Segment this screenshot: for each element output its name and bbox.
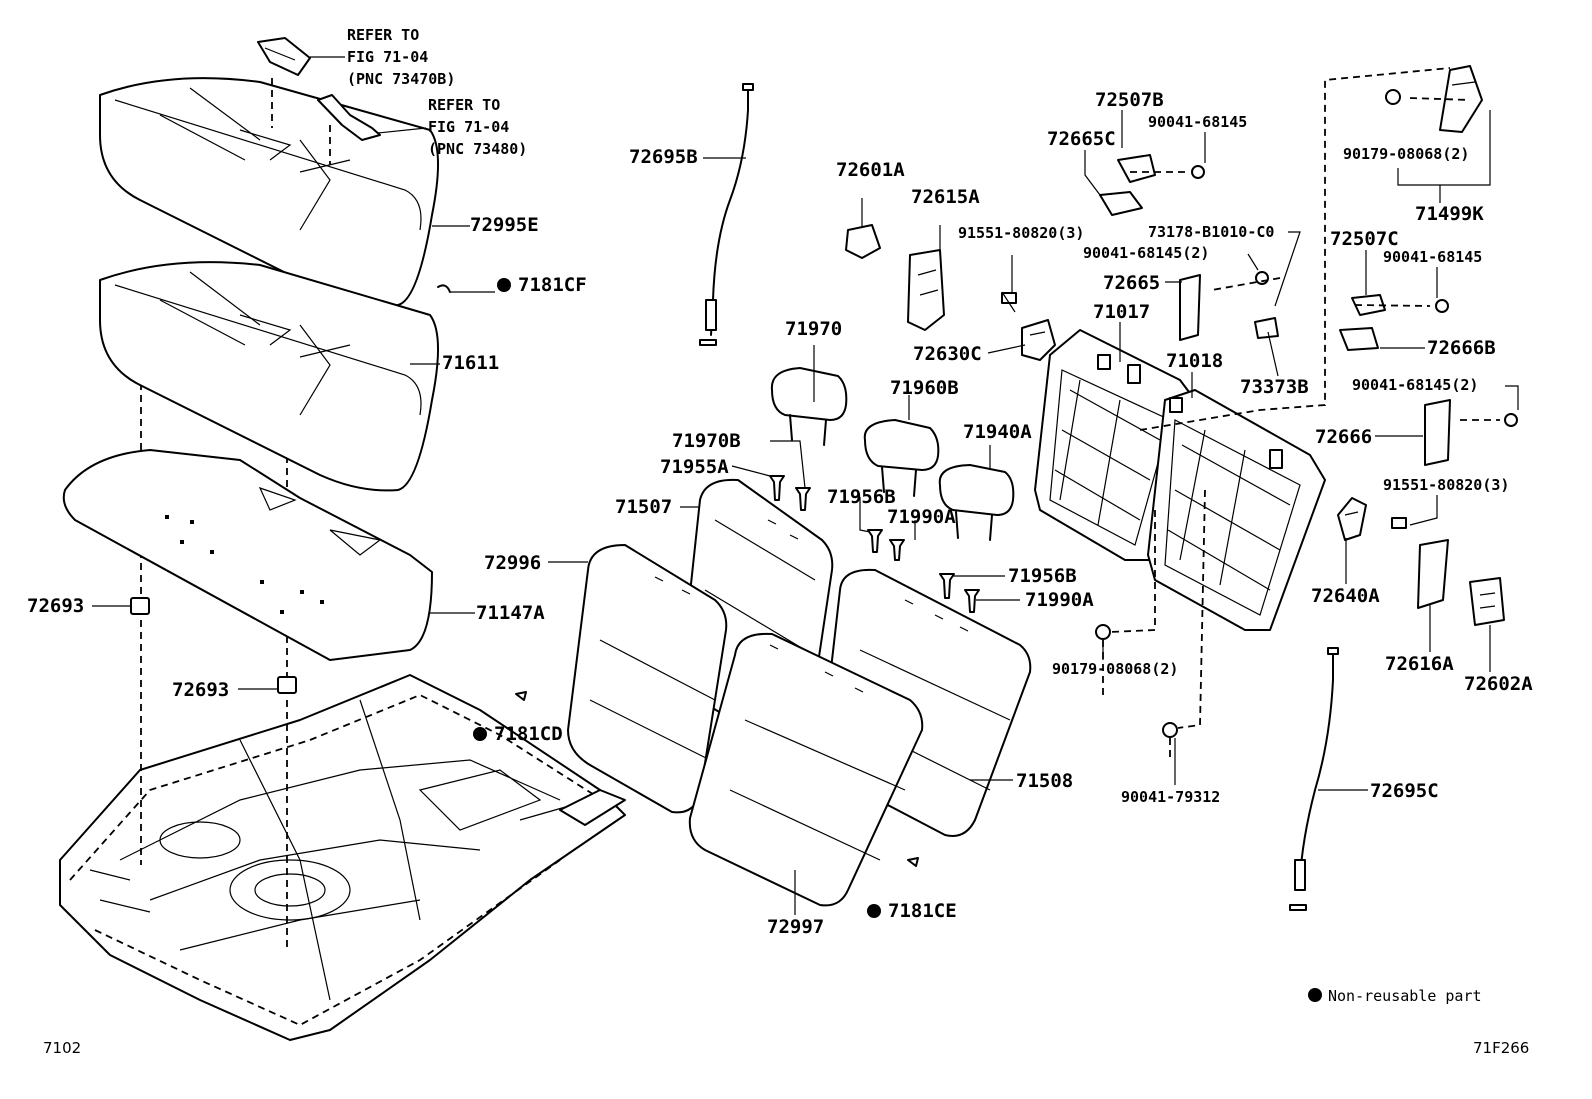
- part-label-91551-80820-right[interactable]: 91551-80820(3): [1383, 476, 1510, 494]
- part-label-73373B[interactable]: 73373B: [1240, 376, 1309, 398]
- part-label-90041-68145-right[interactable]: 90041-68145: [1383, 248, 1483, 266]
- part-number: 7181CF: [518, 274, 587, 296]
- seat-cushion-pad-drawing: [99, 261, 439, 492]
- part-label-71507[interactable]: 71507: [615, 496, 673, 518]
- part-label-71990A-lower[interactable]: 71990A: [1025, 589, 1094, 611]
- leader-lines: [92, 110, 1519, 915]
- refer-line: (PNC 73480): [428, 140, 528, 158]
- part-label-71499K[interactable]: 71499K: [1415, 203, 1484, 225]
- refer-line: FIG 71-04: [428, 118, 510, 136]
- part-label-71956B-upper[interactable]: 71956B: [827, 486, 896, 508]
- refer-to-note-2: REFER TO FIG 71-04 (PNC 73480): [428, 94, 527, 160]
- part-label-71970[interactable]: 71970: [785, 318, 843, 340]
- floor-pan-drawing: [59, 674, 626, 1041]
- part-label-7181CE[interactable]: 7181CE: [867, 902, 957, 921]
- part-label-7181CD[interactable]: 7181CD: [473, 725, 563, 744]
- part-label-71611[interactable]: 71611: [442, 352, 500, 374]
- part-label-71970B[interactable]: 71970B: [672, 430, 741, 452]
- part-label-91551-80820-left[interactable]: 91551-80820(3): [958, 224, 1085, 242]
- non-reusable-dot: [497, 278, 511, 292]
- refer-line: (PNC 73470B): [347, 70, 456, 88]
- legend: Non-reusable part: [1308, 988, 1482, 1004]
- part-label-90179-08068-top[interactable]: 90179-08068(2): [1343, 145, 1470, 163]
- seatback-frame-right-drawing: [1139, 67, 1451, 631]
- legend-text: Non-reusable part: [1328, 987, 1482, 1005]
- non-reusable-dot: [867, 904, 881, 918]
- refer-line: REFER TO: [428, 96, 501, 114]
- part-number: 7181CD: [494, 723, 563, 745]
- figure-code: 7102: [43, 1039, 82, 1057]
- small-clip-drawing: [437, 284, 919, 867]
- seatback-cover-right-drawing: [688, 632, 924, 907]
- part-label-90041-68145-top[interactable]: 90041-68145: [1148, 113, 1248, 131]
- part-label-72507B[interactable]: 72507B: [1095, 89, 1164, 111]
- part-label-71956B-lower[interactable]: 71956B: [1008, 565, 1077, 587]
- part-label-72665C[interactable]: 72665C: [1047, 128, 1116, 150]
- part-label-72695B[interactable]: 72695B: [629, 146, 698, 168]
- refer-to-note-1: REFER TO FIG 71-04 (PNC 73470B): [347, 24, 455, 90]
- headrest-guide-drawings: [769, 475, 980, 613]
- part-label-90041-68145-2-left[interactable]: 90041-68145(2): [1083, 244, 1210, 262]
- fastener-drawings: [1001, 89, 1518, 760]
- illustration-ref-code: 71F266: [1473, 1039, 1530, 1057]
- seat-cushion-cover-drawing: [99, 77, 439, 307]
- part-label-90179-08068-bottom[interactable]: 90179-08068(2): [1052, 660, 1179, 678]
- part-label-72507C[interactable]: 72507C: [1330, 228, 1399, 250]
- part-label-71990A-upper[interactable]: 71990A: [887, 506, 956, 528]
- part-label-73178-B1010-C0[interactable]: 73178-B1010-C0: [1148, 223, 1275, 241]
- part-label-72601A[interactable]: 72601A: [836, 159, 905, 181]
- part-label-72997[interactable]: 72997: [767, 916, 825, 938]
- part-label-72995E[interactable]: 72995E: [470, 214, 539, 236]
- part-label-71960B[interactable]: 71960B: [890, 377, 959, 399]
- seatback-lock-drawings: [1021, 319, 1367, 541]
- part-label-72616A[interactable]: 72616A: [1385, 653, 1454, 675]
- part-label-72665[interactable]: 72665: [1103, 272, 1161, 294]
- non-reusable-dot: [1308, 988, 1322, 1002]
- part-label-71017[interactable]: 71017: [1093, 301, 1151, 323]
- headrest-drawings: [770, 367, 1015, 541]
- part-number: 7181CE: [888, 900, 957, 922]
- part-label-71955A[interactable]: 71955A: [660, 456, 729, 478]
- part-label-90041-79312[interactable]: 90041-79312: [1121, 788, 1221, 806]
- clip-72693-drawing: [130, 597, 297, 694]
- part-label-72693-upper[interactable]: 72693: [27, 595, 85, 617]
- part-label-72630C[interactable]: 72630C: [913, 343, 982, 365]
- part-label-71018[interactable]: 71018: [1166, 350, 1224, 372]
- referenced-part-drawing: [257, 37, 427, 165]
- refer-line: FIG 71-04: [347, 48, 429, 66]
- part-label-72666[interactable]: 72666: [1315, 426, 1373, 448]
- part-label-72996[interactable]: 72996: [484, 552, 542, 574]
- part-label-72602A[interactable]: 72602A: [1464, 673, 1533, 695]
- part-label-7181CF[interactable]: 7181CF: [497, 276, 587, 295]
- release-cable-c-drawing: [1289, 647, 1339, 911]
- part-label-71940A[interactable]: 71940A: [963, 421, 1032, 443]
- part-label-90041-68145-2-right[interactable]: 90041-68145(2): [1352, 376, 1479, 394]
- part-label-72666B[interactable]: 72666B: [1427, 337, 1496, 359]
- part-label-72615A[interactable]: 72615A: [911, 186, 980, 208]
- part-label-71147A[interactable]: 71147A: [476, 602, 545, 624]
- non-reusable-dot: [473, 727, 487, 741]
- part-label-72695C[interactable]: 72695C: [1370, 780, 1439, 802]
- refer-line: REFER TO: [347, 26, 420, 44]
- seat-cushion-frame-drawing: [62, 449, 433, 661]
- part-label-72640A[interactable]: 72640A: [1311, 585, 1380, 607]
- part-label-72693-lower[interactable]: 72693: [172, 679, 230, 701]
- release-cable-b-drawing: [699, 83, 754, 346]
- part-label-71508[interactable]: 71508: [1016, 770, 1074, 792]
